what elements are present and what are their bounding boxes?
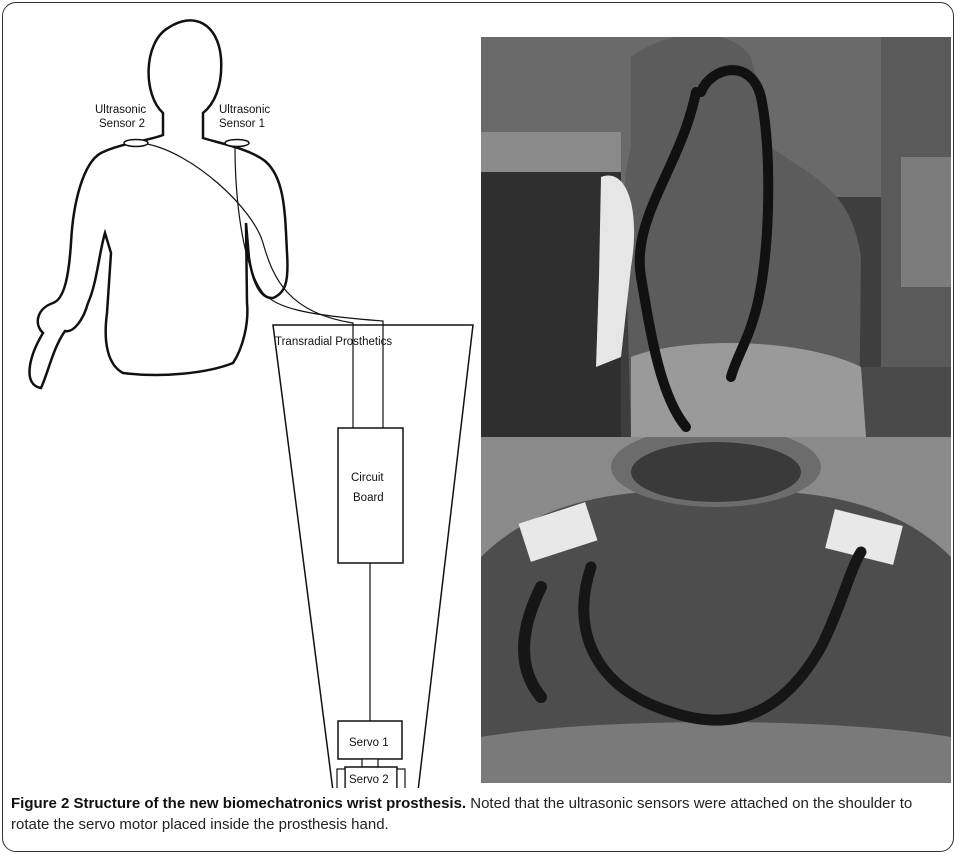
servo-2-label: Servo 2 [349, 774, 389, 786]
servo-connector [362, 759, 378, 767]
prosthetics-label: Transradial Prosthetics [275, 336, 392, 348]
servo-2-left-tab [337, 769, 345, 788]
caption-title: Figure 2 Structure of the new biomechatr… [11, 795, 466, 812]
body-outline [29, 20, 287, 388]
ultrasonic-sensor-2 [124, 140, 148, 147]
prosthesis-schematic: Ultrasonic Sensor 2 Ultrasonic Sensor 1 … [3, 3, 479, 788]
wire-sensor-2 [147, 144, 353, 428]
sensor-1-label-line2: Sensor 1 [219, 118, 265, 130]
ultrasonic-sensor-1 [225, 140, 249, 147]
sensor-1-label-line1: Ultrasonic [219, 104, 270, 116]
figure-caption: Figure 2 Structure of the new biomechatr… [11, 793, 951, 835]
servo-1-label: Servo 1 [349, 737, 389, 749]
servo-2-right-tab [397, 769, 405, 788]
circuit-label-line2: Board [353, 492, 384, 504]
sensor-2-label-line2: Sensor 2 [99, 118, 145, 130]
back-view-photo [481, 37, 951, 437]
sensor-2-label-line1: Ultrasonic [95, 104, 146, 116]
circuit-label-line1: Circuit [351, 472, 384, 484]
shoulder-sensors-photo [481, 437, 951, 783]
